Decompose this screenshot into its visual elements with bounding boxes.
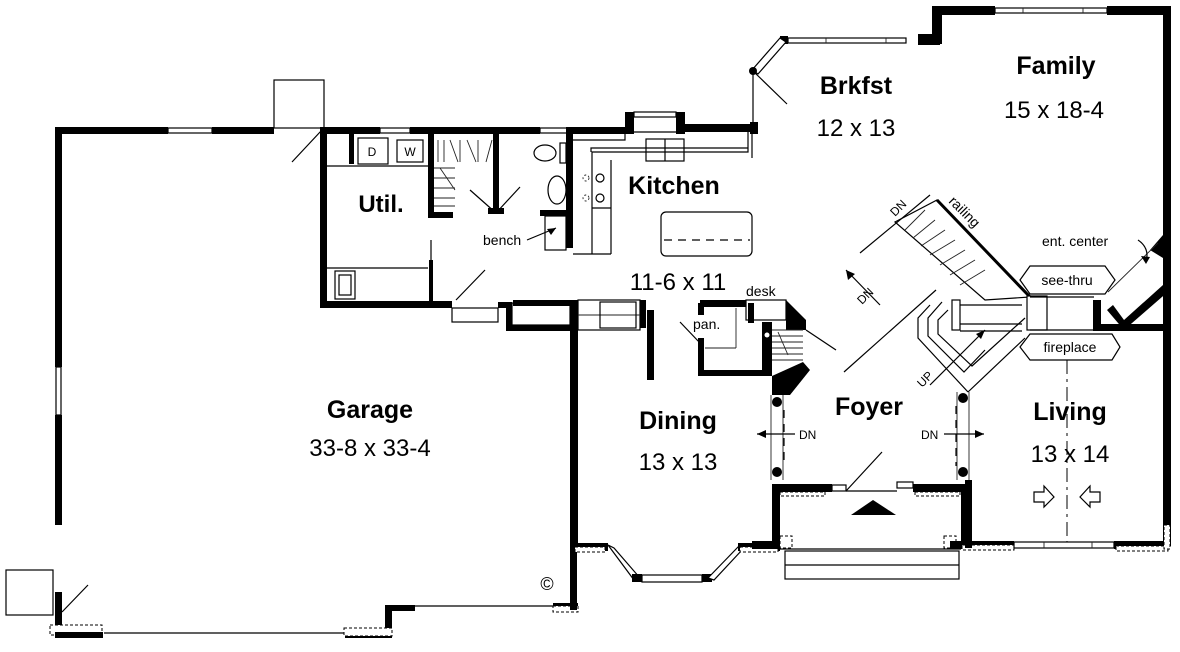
living-walls [961, 360, 1171, 552]
dining-walls [513, 299, 780, 583]
see-thru-label: see-thru [1041, 272, 1092, 288]
railing-label: railing [946, 193, 984, 231]
pantry-label: pan. [693, 316, 720, 332]
room-name-family: Family [1016, 52, 1095, 80]
room-name-foyer: Foyer [835, 393, 903, 421]
foyer-walls [752, 392, 984, 580]
see-thru-callout [1019, 265, 1116, 295]
room-dims-kitchen: 11-6 x 11 [630, 269, 727, 296]
main-staircase [843, 194, 1032, 393]
brkfst-family-walls [749, 6, 1171, 546]
ent-center-label: ent. center [1042, 233, 1108, 249]
room-dims-dining: 13 x 13 [639, 449, 718, 476]
room-name-dining: Dining [639, 407, 717, 435]
copyright-mark: © [540, 574, 553, 594]
washer-label: W [404, 145, 416, 159]
arrow-left-icon [1079, 484, 1101, 509]
bench-label: bench [483, 232, 521, 248]
fireplace-label: fireplace [1044, 339, 1097, 355]
dn-label-living: DN [921, 428, 938, 442]
room-dims-family: 15 x 18-4 [1004, 97, 1104, 124]
dryer-label: D [368, 145, 377, 159]
room-dims-brkfst: 12 x 13 [817, 115, 896, 142]
up-label-stair: UP [914, 368, 936, 390]
arrow-right-icon [1033, 484, 1055, 509]
kitchen-left-wall [566, 127, 573, 247]
room-name-living: Living [1033, 398, 1107, 426]
room-name-kitchen: Kitchen [628, 172, 720, 200]
garage-walls [5, 79, 579, 638]
room-dims-garage: 33-8 x 33-4 [309, 435, 430, 462]
dn-label-stair-diag: DN [854, 285, 876, 307]
room-name-brkfst: Brkfst [820, 72, 893, 100]
room-name-garage: Garage [327, 396, 413, 424]
room-name-util: Util. [358, 191, 403, 218]
kitchen-walls [573, 111, 806, 330]
entry-marker-icon [851, 500, 896, 515]
dn-label-dining: DN [799, 428, 816, 442]
room-dims-living: 13 x 14 [1031, 441, 1110, 468]
fireplace-callout [1019, 333, 1121, 361]
desk-label: desk [746, 283, 777, 299]
pantry [679, 303, 837, 395]
